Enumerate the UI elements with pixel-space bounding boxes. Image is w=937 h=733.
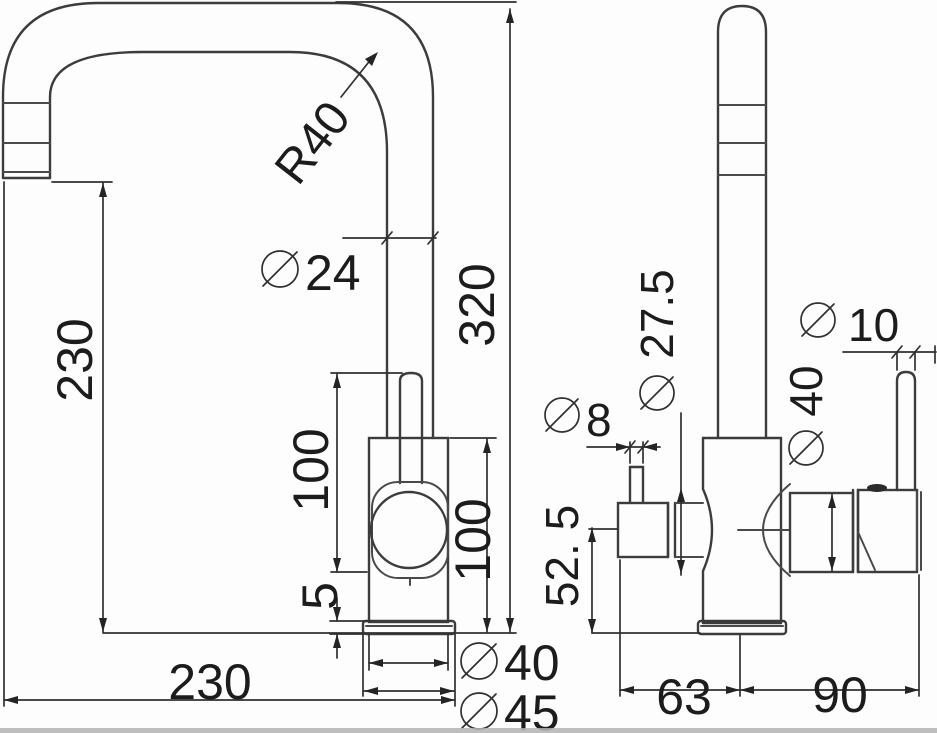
dim-lever-height: 100 — [283, 372, 403, 573]
dim-handle-reach: 90 — [739, 574, 920, 723]
dim-hub-diameter: 40 — [780, 365, 836, 572]
riser-pipe-outline — [716, 4, 768, 440]
body-front — [361, 371, 457, 636]
diameter-icon — [800, 302, 836, 338]
lever-rod — [895, 370, 917, 492]
dim-bend-radius: R40 — [265, 52, 378, 194]
lever-pivot — [867, 484, 887, 492]
handle-grip — [856, 488, 919, 574]
dim-label-spout-height: 230 — [47, 318, 103, 401]
dim-spout-height: 230 — [47, 181, 517, 634]
lever-stem — [398, 371, 424, 485]
diameter-icon — [261, 250, 299, 288]
dim-spray-outlet-height: 52. 5 — [536, 505, 701, 634]
dim-spray-pipe-diameter: 8 — [544, 394, 661, 464]
handle-assembly — [788, 370, 922, 574]
body-side — [696, 436, 791, 636]
handle-bezel — [371, 481, 449, 579]
dim-label-total-height: 320 — [449, 263, 505, 346]
spray-block — [616, 465, 704, 559]
spout-outline — [1, 1, 435, 440]
dim-base-diameter: 45 — [362, 633, 560, 733]
front-view: 230 230 320 R40 — [1, 1, 560, 733]
dim-flange-thickness: 5 — [292, 582, 372, 659]
dim-label-base-diameter: 45 — [504, 685, 560, 733]
dim-pipe-diameter: 24 — [261, 231, 439, 301]
dim-spout-reach: 230 — [3, 181, 456, 710]
diameter-icon — [788, 430, 824, 466]
dim-label-spray-outlet-height: 52. 5 — [536, 505, 588, 607]
dim-label-bend-radius: R40 — [265, 92, 361, 194]
dim-label-front-offset: 63 — [656, 669, 712, 725]
side-view: 8 27.5 40 — [536, 4, 937, 725]
dim-total-height: 320 — [335, 1, 517, 633]
dim-label-pipe-diameter: 24 — [305, 245, 361, 301]
handle-hub — [788, 491, 855, 574]
diameter-icon — [544, 397, 580, 433]
dim-body-height: 100 — [445, 437, 501, 633]
dim-lever-diameter: 10 — [800, 299, 937, 371]
base-flange-front — [361, 619, 457, 636]
base-flange-side — [696, 619, 788, 636]
dim-label-spout-reach: 230 — [168, 654, 251, 710]
dim-label-handle-reach: 90 — [812, 667, 868, 723]
dim-label-body-height: 100 — [445, 498, 501, 581]
spray-pipe — [628, 465, 645, 505]
dim-label-lever-diameter: 10 — [848, 299, 899, 351]
dim-label-spray-pipe-diameter: 8 — [586, 394, 612, 446]
dim-label-lever-height: 100 — [283, 428, 339, 511]
dim-label-neck-diameter: 27.5 — [631, 269, 683, 359]
diameter-icon — [639, 375, 675, 411]
scan-edge-artifact — [0, 728, 937, 733]
handle-knob — [369, 490, 449, 570]
dim-label-hub-diameter: 40 — [780, 365, 832, 416]
dim-body-diameter: 40 — [368, 633, 560, 691]
dim-neck-diameter: 27.5 — [631, 269, 685, 576]
dim-label-flange-thickness: 5 — [292, 582, 348, 610]
diameter-icon — [460, 642, 498, 680]
dim-front-offset: 63 — [619, 559, 741, 725]
dim-label-body-diameter: 40 — [504, 635, 560, 691]
